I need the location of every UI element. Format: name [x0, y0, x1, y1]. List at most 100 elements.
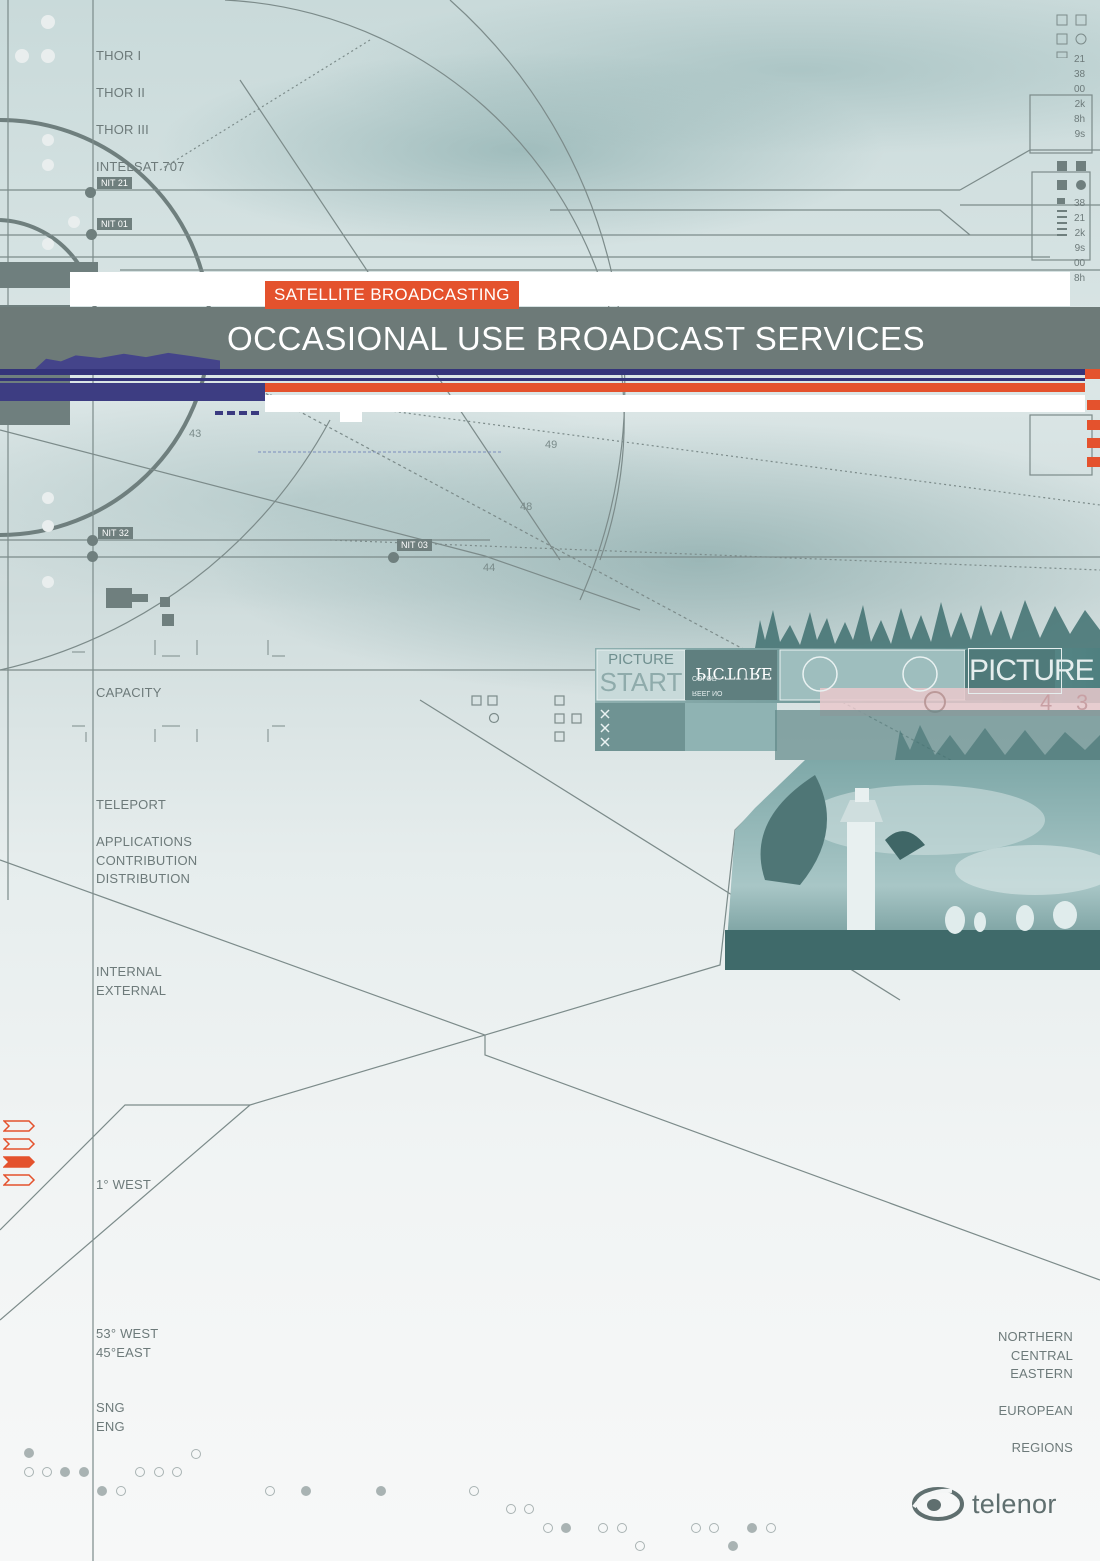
- code: 2k: [1074, 228, 1086, 239]
- dot: [60, 1467, 70, 1477]
- dot: [561, 1523, 571, 1533]
- code: 21: [1074, 54, 1086, 65]
- dot: [709, 1523, 719, 1533]
- code: 8h: [1074, 114, 1086, 125]
- code: 21: [1074, 213, 1086, 224]
- dot: [598, 1523, 608, 1533]
- nit-32-tag: NIT 32: [98, 527, 133, 539]
- label-capacity: CAPACITY: [96, 685, 162, 700]
- nit-01-tag: NIT 01: [97, 218, 132, 230]
- dot: [617, 1523, 627, 1533]
- brand-name: telenor: [972, 1488, 1057, 1519]
- nit-03-tag: NIT 03: [397, 539, 432, 551]
- orange-marker-4: [1087, 438, 1100, 448]
- navy-block: [0, 383, 265, 401]
- dot: [172, 1467, 182, 1477]
- film-picture-start: PICTURE START: [598, 650, 684, 697]
- top-right-code-box-2: 38 21 2k 9s 00 8h: [1056, 158, 1096, 284]
- label-regions: REGIONS: [1011, 1440, 1073, 1455]
- orange-marker-5: [1087, 457, 1100, 467]
- navy-thin-stripe: [0, 378, 1085, 381]
- navy-stripe: [0, 369, 1085, 375]
- code: 00: [1074, 84, 1086, 95]
- codes-column-2: 38 21 2k 9s 00 8h: [1074, 196, 1085, 286]
- orange-stripe: [265, 383, 1085, 392]
- angle-43: 43: [189, 428, 202, 440]
- square-glyphs-icon: [1056, 14, 1087, 59]
- satellite-thor-2: THOR II: [96, 84, 146, 100]
- dot: [506, 1504, 516, 1514]
- countdown-4: 4: [1040, 690, 1053, 715]
- code: 2k: [1074, 99, 1086, 110]
- picture-label: PICTURE: [608, 651, 674, 668]
- dot: [135, 1467, 145, 1477]
- code: 9s: [1074, 129, 1086, 140]
- telenor-logo: telenor: [912, 1487, 1057, 1521]
- category-tag: SATELLITE BROADCASTING: [265, 281, 519, 309]
- orange-chevrons-icon: [3, 1120, 36, 1186]
- codes-column-1: 21 38 00 2k 8h 9s: [1074, 52, 1085, 142]
- label-directions: NORTHERN CENTRAL EASTERN: [997, 1329, 1073, 1381]
- dot: [747, 1523, 757, 1533]
- dot: [543, 1523, 553, 1533]
- page-title: OCCASIONAL USE BROADCAST SERVICES: [227, 320, 926, 357]
- navy-torn-edge: [35, 352, 220, 369]
- angle-49: 49: [545, 439, 558, 451]
- film-big-picture: PICTURE: [968, 648, 1095, 694]
- satellite-intelsat-707: INTELSAT 707: [96, 158, 185, 174]
- label-teleport: TELEPORT: [96, 797, 166, 812]
- film-color-label: COLOR: [692, 674, 717, 681]
- dot: [24, 1467, 34, 1477]
- satellite-thor-1: THOR I: [96, 47, 142, 63]
- code: 00: [1074, 258, 1086, 269]
- label-applications: APPLICATIONS CONTRIBUTION DISTRIBUTION: [96, 834, 198, 886]
- orange-marker-1: [1085, 369, 1100, 379]
- dot: [79, 1467, 89, 1477]
- dot: [766, 1523, 776, 1533]
- satellite-list: THOR I THOR II THOR III INTELSAT 707: [96, 28, 185, 176]
- angle-48: 48: [520, 501, 533, 513]
- code: 9s: [1074, 243, 1086, 254]
- satellite-dish-photo: [725, 760, 1100, 970]
- label-positions: 53° WEST 45°EAST: [96, 1326, 159, 1360]
- label-internal-external: INTERNAL EXTERNAL: [96, 964, 167, 998]
- code: 38: [1074, 69, 1086, 80]
- nit-01-marker: [86, 229, 97, 240]
- countdown-3: 3: [1076, 690, 1089, 715]
- satellite-thor-3: THOR III: [96, 121, 149, 137]
- code: 38: [1074, 198, 1086, 209]
- film-reel-label: REEL NO: [692, 689, 723, 696]
- code: 8h: [1074, 273, 1086, 284]
- dot: [301, 1486, 311, 1496]
- orange-marker-2: [1087, 400, 1100, 410]
- dot: [376, 1486, 386, 1496]
- top-right-code-box-1: 21 38 00 2k 8h 9s: [1056, 14, 1096, 140]
- dot: [24, 1448, 34, 1458]
- dot: [524, 1504, 534, 1514]
- telenor-logo-icon: [912, 1487, 964, 1521]
- nit-21-tag: NIT 21: [97, 177, 132, 189]
- nit-21-marker: [85, 187, 96, 198]
- nit-32-marker: [87, 535, 98, 546]
- angle-44: 44: [483, 562, 496, 574]
- dot: [97, 1486, 107, 1496]
- orange-marker-3: [1087, 420, 1100, 430]
- start-label: START: [599, 667, 683, 697]
- dot: [154, 1467, 164, 1477]
- bars-glyphs-icon: [1057, 161, 1086, 236]
- dot: [116, 1486, 126, 1496]
- label-1-west: 1° WEST: [96, 1177, 151, 1192]
- dot: [42, 1467, 52, 1477]
- label-european: EUROPEAN: [998, 1403, 1073, 1418]
- dot: [728, 1541, 738, 1551]
- nit-32-lower-marker: [87, 551, 98, 562]
- dot: [691, 1523, 701, 1533]
- dot: [265, 1486, 275, 1496]
- film-strip-panel: [595, 600, 1100, 760]
- dot: [469, 1486, 479, 1496]
- dot: [635, 1541, 645, 1551]
- nit-03-marker: [388, 552, 399, 563]
- dot: [191, 1449, 201, 1459]
- label-sng-eng: SNG ENG: [96, 1400, 125, 1434]
